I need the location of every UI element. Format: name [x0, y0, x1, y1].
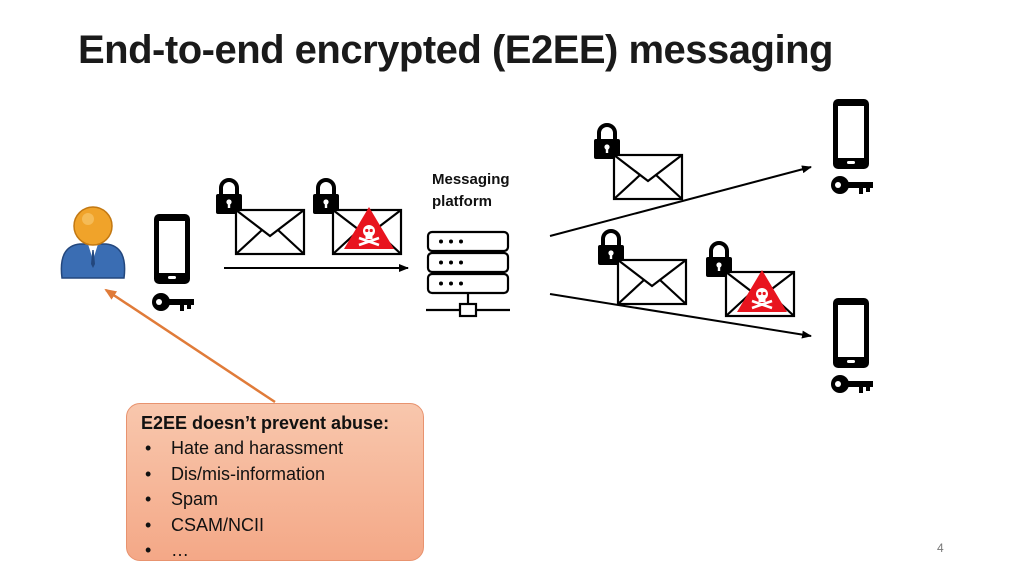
platform-label-line1: Messaging	[432, 171, 510, 188]
lower-envelope-icon-1	[616, 258, 688, 306]
abuse-callout: E2EE doesn’t prevent abuse: Hate and har…	[126, 403, 424, 564]
abuse-list-item: Spam	[141, 487, 409, 513]
lower-envelope-icon-2	[724, 268, 796, 318]
user-icon	[60, 206, 126, 279]
slide-title: End-to-end encrypted (E2EE) messaging	[78, 28, 833, 72]
platform-label-line2: platform	[432, 193, 492, 210]
recipient-2-phone-icon	[833, 298, 869, 368]
recipient-1-phone-icon	[833, 99, 869, 169]
arrow-to-recipient-2	[549, 293, 812, 339]
sender-lock-icon-1	[214, 178, 244, 216]
platform-label: Messaging platform	[432, 169, 542, 213]
sender-lock-icon-2	[311, 178, 341, 216]
abuse-list-item: CSAM/NCII	[141, 513, 409, 539]
sender-phone-icon	[154, 214, 190, 284]
abuse-list: Hate and harassment Dis/mis-information …	[141, 436, 409, 564]
abuse-list-item: Hate and harassment	[141, 436, 409, 462]
page-number: 4	[937, 541, 944, 555]
recipient-2-key-icon	[831, 375, 873, 393]
abuse-list-item: Dis/mis-information	[141, 462, 409, 488]
callout-heading: E2EE doesn’t prevent abuse:	[141, 413, 390, 433]
sender-envelope-icon-2	[331, 205, 403, 256]
server-icon	[426, 230, 510, 318]
arrow-to-recipient-1	[549, 165, 812, 237]
callout-arrow	[104, 288, 276, 404]
abuse-list-item: …	[141, 538, 409, 564]
upper-lock-icon	[592, 123, 622, 161]
sender-key-icon	[152, 293, 194, 311]
upper-envelope-icon	[612, 153, 684, 201]
recipient-1-key-icon	[831, 176, 873, 194]
sender-envelope-icon-1	[234, 208, 306, 256]
